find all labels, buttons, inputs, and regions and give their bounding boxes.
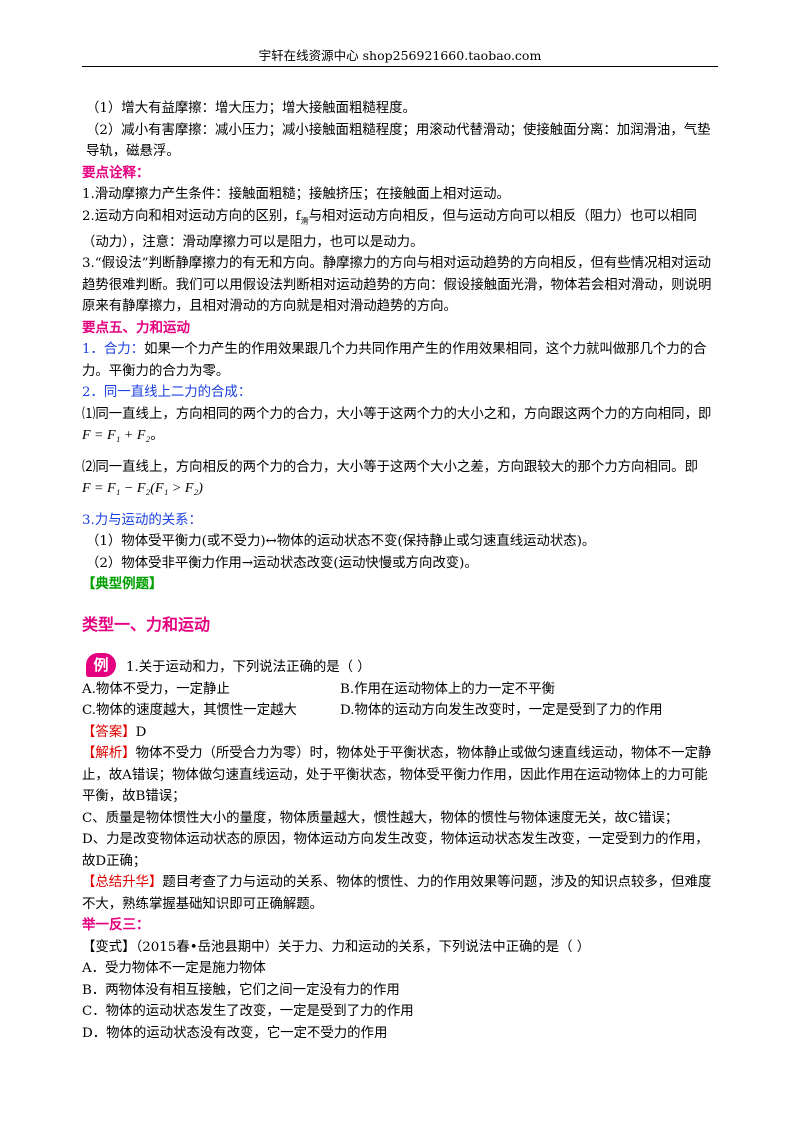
header-divider xyxy=(82,66,718,67)
relation-title: 3.力与运动的关系： xyxy=(82,512,202,528)
resultant-text: 如果一个力产生的作用效果跟几个力共同作用产生的作用效果相同，这个力就叫做那几个力… xyxy=(82,342,707,379)
answer: 【答案】D xyxy=(82,722,718,744)
resultant-label: 1．合力： xyxy=(82,342,145,358)
analysis-label: 【解析】 xyxy=(82,746,136,762)
variant-question: 【变式】（2015春•岳池县期中）关于力、力和运动的关系，下列说法中正确的是（ … xyxy=(82,937,718,959)
document-body: （1）增大有益摩擦：增大压力；增大接触面粗糙程度。 （2）减小有害摩擦：减小压力… xyxy=(82,98,718,1044)
relation-2: （2）物体受非平衡力作用→运动状态改变(运动快慢或方向改变)。 xyxy=(86,555,478,571)
analysis-1: 【解析】物体不受力（所受合力为零）时，物体处于平衡状态，物体静止或做匀速直线运动… xyxy=(82,743,718,808)
resultant-definition: 1．合力：如果一个力产生的作用效果跟几个力共同作用产生的作用效果相同，这个力就叫… xyxy=(82,339,718,382)
summary-text: 题目考查了力与运动的关系、物体的惯性、力的作用效果等问题，涉及的知识点较多，但难… xyxy=(82,875,712,912)
example-1-options: A.物体不受力，一定静止 B.作用在运动物体上的力一定不平衡 C.物体的速度越大… xyxy=(82,679,718,722)
summary: 【总结升华】题目考查了力与运动的关系、物体的惯性、力的作用效果等问题，涉及的知识… xyxy=(82,872,718,915)
variant-option-b: B．两物体没有相互接触，它们之间一定没有力的作用 xyxy=(82,982,400,998)
friction-decrease: （2）减小有害摩擦：减小压力；减小接触面粗糙程度；用滚动代替滑动；使接触面分离：… xyxy=(86,122,711,160)
variant-option-a: A．受力物体不一定是施力物体 xyxy=(82,961,266,977)
key-point-2-subscript: 滑 xyxy=(300,216,309,226)
same-direction-formula: F = F₁ + F₂ xyxy=(82,428,151,444)
type1-title: 类型一、力和运动 xyxy=(82,614,211,634)
example-1-question-row: 例 1.关于运动和力，下列说法正确的是（ ） xyxy=(82,652,718,679)
same-direction-end: 。 xyxy=(150,428,164,444)
key-points-title: 要点诠释： xyxy=(82,164,150,181)
friction-increase: （1）增大有益摩擦：增大压力；增大接触面粗糙程度。 xyxy=(86,101,416,116)
variant-label: 【变式】 xyxy=(82,939,136,955)
same-direction-rule: ⑴同一直线上，方向相同的两个力的合力，大小等于这两个力的大小之和，方向跟这两个力… xyxy=(82,404,718,447)
option-d: D.物体的运动方向发生改变时，一定是受到了力的作用 xyxy=(340,703,663,719)
variant-option-d: D．物体的运动状态没有改变，它一定不受力的作用 xyxy=(82,1025,388,1041)
relation-1: （1）物体受平衡力(或不受力)↔物体的运动状态不变(保持静止或匀速直线运动状态)… xyxy=(86,534,596,550)
variant-option-c: C．物体的运动状态发生了改变，一定是受到了力的作用 xyxy=(82,1004,414,1020)
key-point-3: 3.“假设法”判断静摩擦力的有无和方向。静摩擦力的方向与相对运动趋势的方向相反，… xyxy=(82,256,712,315)
variant-question-text: （2015春•岳池县期中）关于力、力和运动的关系，下列说法中正确的是（ ） xyxy=(135,939,591,955)
key-point-1: 1.滑动摩擦力产生条件：接触面粗糙；接触挤压；在接触面上相对运动。 xyxy=(82,187,510,202)
section5-title: 要点五、力和运动 xyxy=(82,319,190,336)
answer-label: 【答案】 xyxy=(82,724,136,740)
colinear-title: 2．同一直线上二力的合成： xyxy=(82,385,252,401)
examples-title: 【典型例题】 xyxy=(82,576,163,593)
badge-label: 例 xyxy=(93,655,109,674)
option-a: A.物体不受力，一定静止 xyxy=(82,681,230,697)
speech-bubble-icon xyxy=(86,652,116,677)
example-badge: 例 xyxy=(86,652,116,679)
analysis-3: D、力是改变物体运动状态的原因，物体运动方向发生改变，物体运动状态发生改变，一定… xyxy=(82,832,709,869)
spacer xyxy=(82,447,718,457)
spacer xyxy=(82,500,718,510)
page-header: 宇轩在线资源中心 shop256921660.taobao.com xyxy=(258,48,542,63)
option-b: B.作用在运动物体上的力一定不平衡 xyxy=(340,681,555,697)
analysis-2: C、质量是物体惯性大小的量度，物体质量越大，惯性越大，物体的惯性与物体速度无关，… xyxy=(82,810,679,826)
analysis-text-1: 物体不受力（所受合力为零）时，物体处于平衡状态，物体静止或做匀速直线运动，物体不… xyxy=(82,746,712,805)
key-point-2: 2.运动方向和相对运动方向的区别，f滑与相对运动方向相反，但与运动方向可以相反（… xyxy=(82,206,718,254)
summary-label: 【总结升华】 xyxy=(82,875,163,891)
practice-title: 举一反三： xyxy=(82,917,150,934)
key-point-2-a: 2.运动方向和相对运动方向的区别，f xyxy=(82,208,301,224)
option-c: C.物体的速度越大，其惯性一定越大 xyxy=(82,703,297,719)
key-point-2-b: 与相对运动方向相反，但与运动方向可以相反（阻力）也可以相同（动力），注意：滑动摩… xyxy=(82,208,697,250)
opposite-direction-formula: F = F₁ − F₂(F₁ > F₂) xyxy=(82,481,203,497)
opposite-direction-rule: ⑵同一直线上，方向相反的两个力的合力，大小等于这两个大小之差，方向跟较大的那个力… xyxy=(82,459,698,475)
example-1-question: 1.关于运动和力，下列说法正确的是（ ） xyxy=(126,660,371,676)
same-direction-text: ⑴同一直线上，方向相同的两个力的合力，大小等于这两个力的大小之和，方向跟这两个力… xyxy=(82,406,712,422)
answer-value: D xyxy=(135,724,147,740)
